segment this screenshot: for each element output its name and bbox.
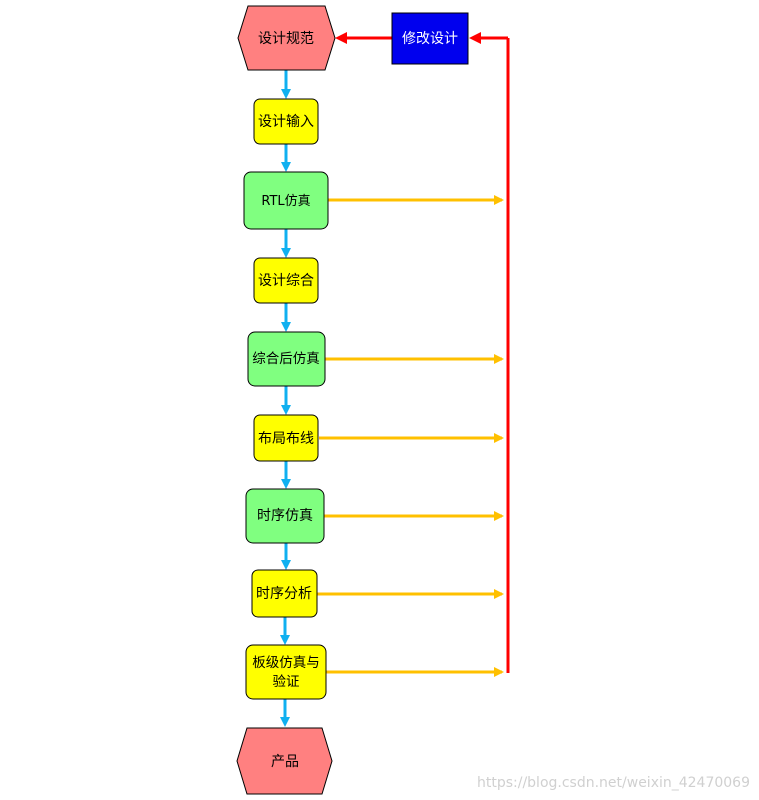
synth-box — [253, 257, 319, 304]
spec-hexagon — [237, 5, 336, 71]
node-spec: 设计规范 — [237, 5, 336, 71]
node-modify: 修改设计 — [391, 12, 469, 65]
flow-arrows — [280, 70, 291, 727]
timing-analysis-box — [251, 569, 318, 618]
timing-sim-box — [245, 488, 325, 544]
post-synth-sim-label: 综合后仿真 — [252, 351, 320, 367]
spec-label: 设计规范 — [258, 30, 314, 47]
node-input: 设计输入 — [253, 98, 319, 145]
node-synth: 设计综合 — [253, 257, 319, 304]
board-sim-label-line1: 板级仿真与 — [252, 655, 320, 671]
node-board-sim: 板级仿真与 验证 — [245, 644, 327, 700]
input-label: 设计输入 — [258, 114, 314, 130]
rtl-sim-label: RTL仿真 — [261, 194, 310, 209]
rtl-sim-box — [243, 171, 329, 230]
modify-box — [391, 12, 469, 65]
board-sim-label-line2: 验证 — [273, 674, 300, 690]
node-post-synth-sim: 综合后仿真 — [247, 331, 326, 387]
place-route-box — [253, 414, 319, 462]
node-timing-sim: 时序仿真 — [245, 488, 325, 544]
product-hexagon — [236, 727, 333, 795]
board-sim-box — [245, 644, 327, 700]
timing-analysis-label: 时序分析 — [256, 586, 312, 602]
input-box — [253, 98, 319, 145]
watermark-text: https://blog.csdn.net/weixin_42470069 — [477, 775, 750, 791]
node-timing-analysis: 时序分析 — [251, 569, 318, 618]
product-label: 产品 — [271, 754, 299, 770]
feedback-arrows — [317, 195, 504, 677]
post-synth-sim-box — [247, 331, 326, 387]
place-route-label: 布局布线 — [258, 431, 314, 447]
synth-label: 设计综合 — [258, 273, 314, 289]
node-place-route: 布局布线 — [253, 414, 319, 462]
timing-sim-label: 时序仿真 — [257, 508, 313, 524]
node-rtl-sim: RTL仿真 — [243, 171, 329, 230]
modify-label: 修改设计 — [402, 31, 458, 47]
return-path — [335, 32, 510, 673]
node-product: 产品 — [236, 727, 333, 795]
